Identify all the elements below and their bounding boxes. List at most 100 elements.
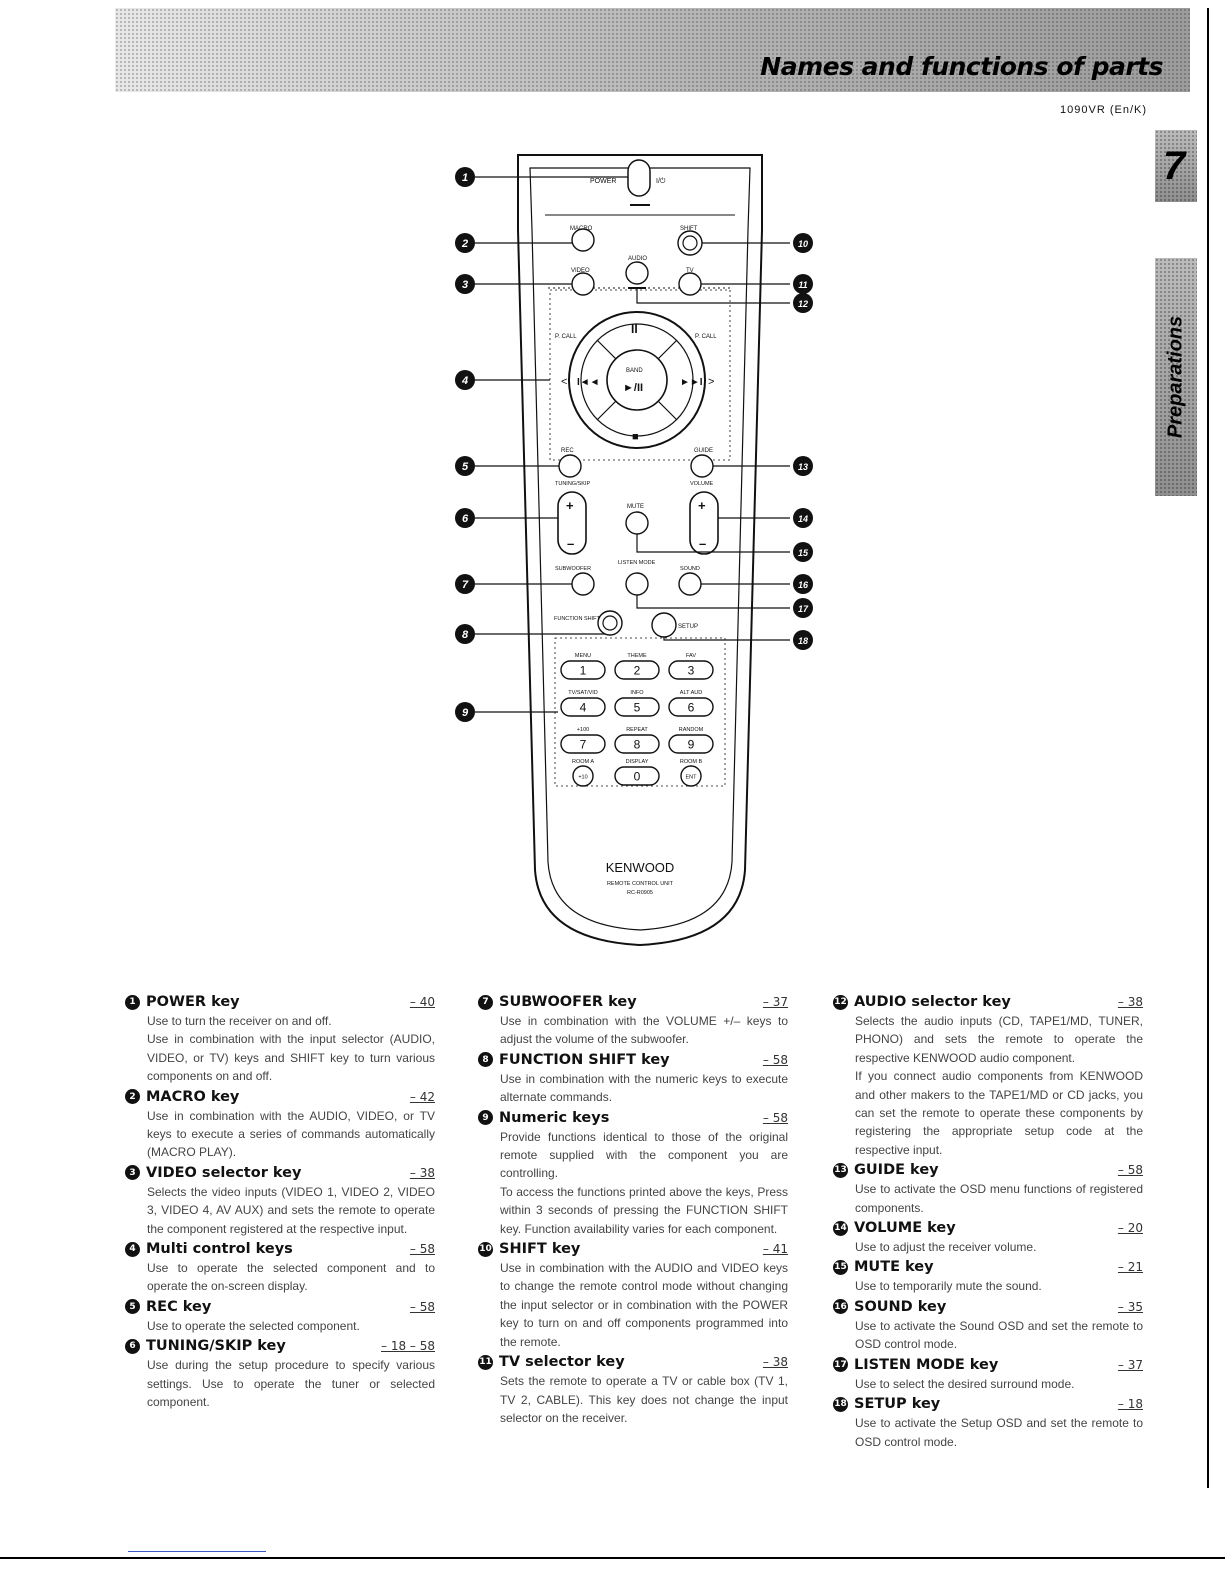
- band-label: BAND: [626, 368, 643, 374]
- entry-body-text: Use in combination with the AUDIO, VIDEO…: [147, 1108, 435, 1160]
- entry-number-badge: 13: [833, 1162, 848, 1178]
- bottom-link-rule: [128, 1551, 266, 1552]
- numeric-key-5[interactable]: [614, 697, 660, 717]
- numeric-key-7[interactable]: [560, 734, 606, 754]
- function-shift-button[interactable]: [597, 610, 623, 636]
- page-reference: – 58: [762, 1110, 788, 1125]
- tv-label: TV: [686, 268, 694, 274]
- pause-key-label[interactable]: II: [631, 322, 638, 336]
- entry-body-text: Use in combination with the AUDIO and VI…: [500, 1261, 788, 1349]
- page-reference: – 41: [762, 1242, 788, 1257]
- setup-button[interactable]: [651, 612, 677, 638]
- numeric-key-0[interactable]: [614, 766, 660, 786]
- numeric-key-label: 4: [580, 701, 587, 715]
- callout-badge-10: [793, 233, 813, 253]
- subwoofer-button[interactable]: [571, 572, 595, 596]
- shift-button[interactable]: [677, 230, 703, 256]
- numeric-key-2[interactable]: [614, 660, 660, 680]
- entry-number-badge: 5: [125, 1299, 140, 1315]
- page-reference: – 37: [762, 995, 788, 1009]
- shift-label: SHIFT: [680, 226, 698, 232]
- volume-plus: +: [698, 498, 706, 513]
- guide-button[interactable]: [690, 454, 714, 478]
- entry-title: VIDEO selector key: [146, 1164, 302, 1181]
- volume-rocker[interactable]: [689, 491, 719, 555]
- callout-badge-12: [793, 293, 813, 313]
- callout-badge-9: [455, 702, 475, 722]
- video-button[interactable]: [571, 272, 595, 296]
- numeric-key-+10[interactable]: [572, 765, 594, 787]
- remote-diagram: POWER I/⏻ MACRO SHIFT AUDIO VIDEO TV P. …: [440, 150, 840, 950]
- remote-outline: [517, 154, 763, 947]
- p-call-left-label: P. CALL: [555, 334, 577, 340]
- prev-key-label[interactable]: I◄◄: [577, 377, 600, 388]
- band-button[interactable]: [606, 349, 668, 411]
- numeric-key-ENT[interactable]: [680, 765, 702, 787]
- listen-mode-button[interactable]: [625, 572, 649, 596]
- numeric-key-1[interactable]: [560, 660, 606, 680]
- callout-number: 14: [798, 514, 808, 524]
- numeric-key-4[interactable]: [560, 697, 606, 717]
- page-reference: – 38: [409, 1165, 435, 1180]
- audio-button[interactable]: [625, 261, 649, 285]
- tuning-skip-rocker[interactable]: [557, 491, 587, 555]
- stop-key-label[interactable]: ■: [632, 431, 639, 443]
- entry-body-text: Use to adjust the receiver volume.: [855, 1240, 1037, 1255]
- page-reference: – 40: [409, 995, 435, 1009]
- tv-button[interactable]: [678, 272, 702, 296]
- entry-body-text: Use in combination with the numeric keys…: [500, 1071, 788, 1105]
- numeric-key-3[interactable]: [668, 660, 714, 680]
- callout-number: 8: [462, 629, 469, 641]
- sound-label: SOUND: [680, 566, 700, 572]
- next-key-label[interactable]: ►►I: [680, 377, 703, 388]
- macro-button[interactable]: [571, 228, 595, 252]
- numeric-key-function-label: REPEAT: [626, 727, 648, 733]
- page-reference: – 58: [409, 1242, 435, 1257]
- entry-body-text: Use in combination with the input select…: [147, 1032, 435, 1084]
- entry-title: FUNCTION SHIFT key: [499, 1051, 670, 1068]
- numeric-key-6[interactable]: [668, 697, 714, 717]
- callout-badge-5: [455, 456, 475, 476]
- numeric-key-8[interactable]: [614, 734, 660, 754]
- mute-button[interactable]: [625, 511, 649, 535]
- power-button[interactable]: [627, 159, 651, 197]
- callout-number: 1: [462, 172, 468, 184]
- rec-button[interactable]: [558, 454, 582, 478]
- callout-number: 17: [798, 604, 809, 614]
- entry-number-badge: 9: [478, 1110, 493, 1126]
- callout-number: 7: [462, 579, 469, 591]
- callout-number: 9: [462, 707, 469, 719]
- play-pause-label: ►/II: [623, 382, 643, 394]
- callout-badge-13: [793, 456, 813, 476]
- entry-heading: 1 POWER key – 40: [125, 992, 435, 1012]
- page-edge-rule: [1207, 8, 1209, 1488]
- numeric-key-9[interactable]: [668, 734, 714, 754]
- brand-label: KENWOOD: [606, 860, 675, 875]
- volume-label: VOLUME: [690, 481, 714, 487]
- sound-button[interactable]: [678, 572, 702, 596]
- entry-heading: 9 Numeric keys – 58: [478, 1108, 788, 1128]
- entry-number-badge: 1: [125, 994, 140, 1010]
- numeric-key-label: 9: [688, 738, 695, 752]
- entry-body-text: Use in combination with the VOLUME +/– k…: [500, 1014, 788, 1047]
- callout-badge-16: [793, 574, 813, 594]
- entry-title: Numeric keys: [499, 1109, 610, 1126]
- entry-title: POWER key: [146, 994, 240, 1010]
- callout-badge-11: [793, 274, 813, 294]
- left-arrow-label: <: [561, 376, 567, 388]
